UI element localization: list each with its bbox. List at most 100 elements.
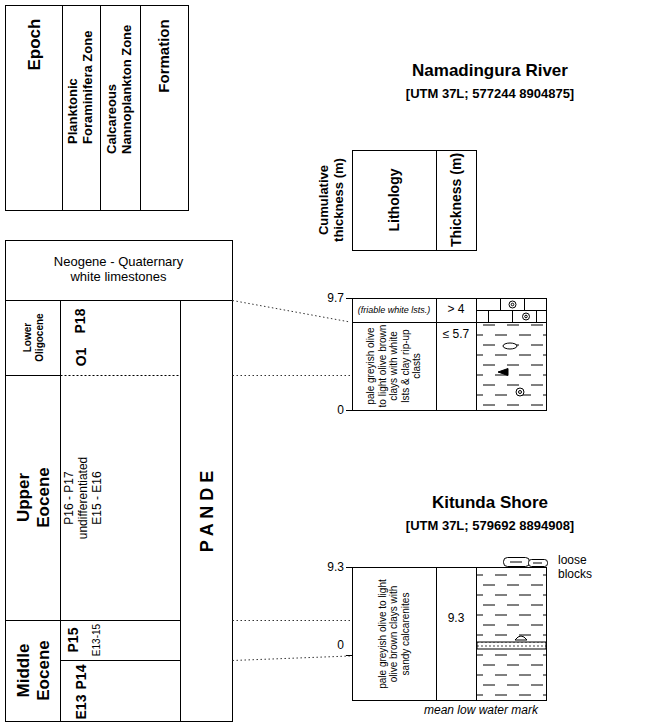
cell-text: (friable white lsts.) [358, 305, 431, 315]
header-frame [6, 6, 189, 211]
site-title: Kitunda Shore [432, 493, 548, 513]
text-frame: Cumulative thickness (m) [314, 150, 350, 250]
text-frame: 9.3 [436, 608, 476, 630]
site-title-box: Kitunda Shore [380, 492, 600, 514]
thickness-value: > 4 [436, 298, 476, 322]
fossil-symbol [525, 315, 528, 318]
zone-cell: E13 [60, 692, 100, 721]
text-frame: loose blocks [556, 551, 610, 585]
scale-value-box: 9.3 [300, 560, 344, 575]
log-frame [353, 568, 547, 701]
nannoplankton-zone-header: Calcareous Nannoplankton Zone [100, 5, 140, 210]
scale-value-box: 9.7 [300, 291, 344, 306]
text-frame: Neogene - Quaternary white limestones [5, 240, 232, 300]
foraminifera-zone-header: Planktonic Foraminifera Zone [62, 5, 100, 210]
text-frame: Kitunda Shore [380, 492, 600, 514]
text-frame: 9.7 [300, 291, 344, 306]
text-frame: P15 [60, 620, 86, 660]
chart-dividers [6, 301, 233, 722]
scale-ticks [346, 568, 352, 656]
overlying-unit-cell: Neogene - Quaternary white limestones [5, 240, 232, 300]
zone-cell: P16 - P17 undifferentiated E15 - E16 [60, 378, 108, 618]
thickness-value: 9.3 [436, 608, 476, 630]
cell-text: Upper Eocene [13, 460, 52, 536]
utm-coordinates-box: [UTM 37L; 577244 8904875] [370, 85, 610, 103]
zone-cell: E13-15 [86, 620, 108, 660]
epoch-cell: Middle Eocene [5, 620, 60, 721]
annotation-box: mean low water mark [396, 702, 566, 719]
cell-text: Epoch [24, 18, 44, 70]
scale-value: 0 [337, 404, 344, 418]
cell-text: Neogene - Quaternary white limestones [44, 255, 194, 285]
clay-lithology [477, 568, 546, 700]
text-frame: [UTM 37L; 579692 8894908] [370, 517, 610, 535]
cell-text: ≤ 5.7 [443, 328, 470, 342]
text-frame: > 4 [436, 298, 476, 322]
text-frame: 0 [300, 638, 344, 653]
text-frame: 0 [300, 403, 344, 418]
chart-frame [6, 241, 233, 722]
text-frame: Thickness (m) [436, 150, 476, 250]
limestone-bricks [477, 299, 547, 323]
formation-header: Formation [140, 5, 188, 210]
fossil-symbol [516, 388, 524, 396]
scale-value-box: 0 [300, 403, 344, 418]
lithology-description: pale greyish olive to light olive brown … [352, 322, 436, 410]
site-title-box: Namadingura River [380, 60, 600, 82]
cell-text: Lower Oligocene [21, 305, 44, 371]
thickness-value: ≤ 5.7 [436, 324, 476, 346]
fossil-symbol [509, 301, 516, 308]
text-frame: Upper Eocene [5, 458, 60, 538]
text-frame: Middle Eocene [5, 631, 60, 711]
scale-value: 9.7 [327, 292, 344, 306]
fossil-symbol [519, 391, 522, 394]
log-dividers [437, 568, 477, 701]
text-frame: E13 [60, 692, 100, 721]
cell-text: Calcareous Nannoplankton Zone [105, 10, 135, 154]
zone-cell: P18 [60, 302, 100, 340]
text-frame: Epoch [5, 11, 62, 77]
cell-text: Thickness (m) [448, 153, 464, 247]
column-grid [6, 6, 233, 722]
rip-up-clast [498, 369, 508, 376]
scale-value-box: 0 [300, 638, 344, 653]
text-frame: Namadingura River [380, 60, 600, 82]
text-frame: P16 - P17 undifferentiated E15 - E16 [60, 448, 108, 548]
text-frame: mean low water mark [396, 702, 566, 719]
text-frame: P14 [60, 661, 100, 692]
correlation-lines [233, 301, 351, 661]
text-frame: Formation [140, 11, 188, 101]
cell-text: > 4 [447, 303, 464, 317]
scale-value: 9.3 [327, 561, 344, 575]
clay-lithology [477, 323, 546, 410]
cell-text: P16 - P17 undifferentiated E15 - E16 [63, 450, 104, 546]
epoch-cell: Lower Oligocene [5, 300, 60, 375]
epoch-header: Epoch [5, 5, 62, 210]
cell-text: Formation [155, 19, 172, 92]
cell-text: pale greyish olive to light olive brown … [365, 324, 423, 408]
calcarenite-band [477, 642, 546, 649]
text-frame: pale greyish olive to light olive brown … [352, 322, 436, 410]
shell-symbol [515, 636, 527, 640]
text-frame: Lower Oligocene [5, 303, 60, 373]
namadingura-log [346, 151, 547, 411]
utm-coordinates: [UTM 37L; 577244 8904875] [406, 87, 574, 102]
text-frame: P18 [60, 302, 100, 340]
log-header-frame [353, 151, 477, 251]
fossil-symbol [523, 313, 530, 320]
zone-cell: P14 [60, 661, 100, 692]
text-frame: Lithology [352, 150, 436, 250]
rip-up-clast [503, 343, 517, 349]
cell-text: pale greyish olive to light olive brown … [377, 572, 412, 696]
lithology-description: pale greyish olive to light olive brown … [352, 567, 436, 700]
annotation-box: loose blocks [556, 551, 610, 585]
correlation-line [233, 375, 351, 376]
site-title: Namadingura River [412, 61, 568, 81]
utm-coordinates-box: [UTM 37L; 579692 8894908] [370, 517, 610, 535]
thickness-header: Thickness (m) [436, 150, 476, 250]
annotation: mean low water mark [424, 704, 538, 718]
utm-coordinates: [UTM 37L; 579692 8894908] [406, 519, 574, 534]
zone-cell: P15 [60, 620, 86, 660]
text-frame: Planktonic Foraminifera Zone [62, 10, 100, 146]
